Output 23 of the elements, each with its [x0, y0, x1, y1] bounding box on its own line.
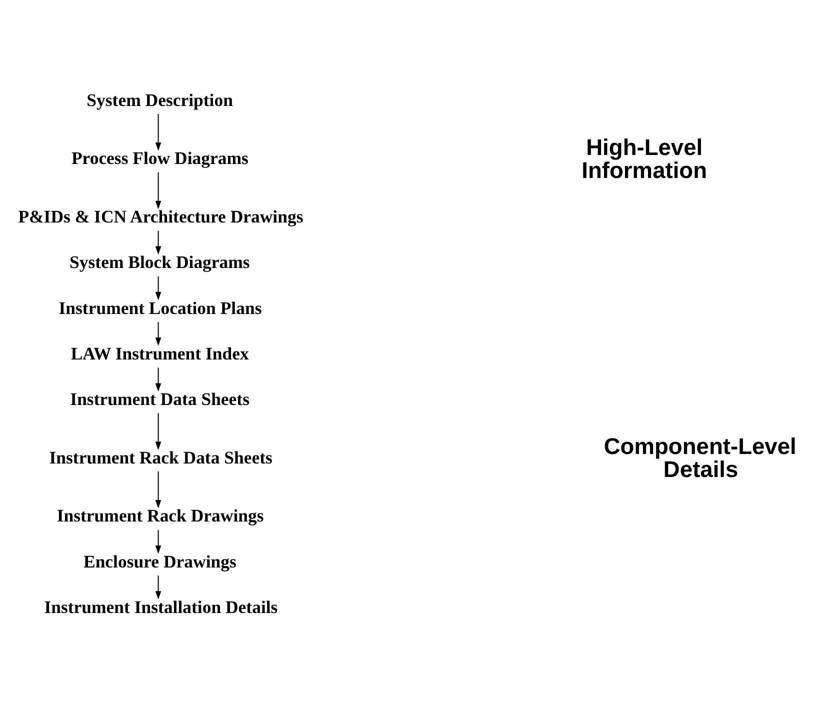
- arrow: [155, 368, 162, 392]
- arrow: [155, 576, 162, 600]
- node-text: P&IDs & ICN Architecture Drawings: [18, 206, 304, 227]
- arrow: [155, 114, 162, 151]
- arrow: [155, 322, 162, 346]
- node-text: System Description: [86, 90, 233, 110]
- label: Component-Level Details: [604, 433, 796, 482]
- label: High-Level Information: [582, 134, 708, 183]
- node-text: System Block Diagrams: [70, 252, 250, 272]
- node-text: Instrument Data Sheets: [70, 389, 250, 410]
- node-text: Instrument Installation Details: [44, 596, 278, 617]
- arrow: [155, 471, 162, 508]
- node-text: Instrument Rack Drawings: [56, 506, 264, 526]
- node-text: LAW Instrument Index: [70, 343, 249, 364]
- node-text: Process Flow Diagrams: [71, 148, 248, 168]
- node-text: Enclosure Drawings: [83, 551, 236, 572]
- arrow: [155, 530, 162, 554]
- node-text: Instrument Rack Data Sheets: [49, 447, 272, 468]
- arrow: [155, 276, 162, 300]
- arrow: [155, 413, 162, 450]
- arrow: [155, 172, 162, 210]
- arrow: [155, 230, 162, 255]
- node-text: Instrument Location Plans: [58, 298, 262, 318]
